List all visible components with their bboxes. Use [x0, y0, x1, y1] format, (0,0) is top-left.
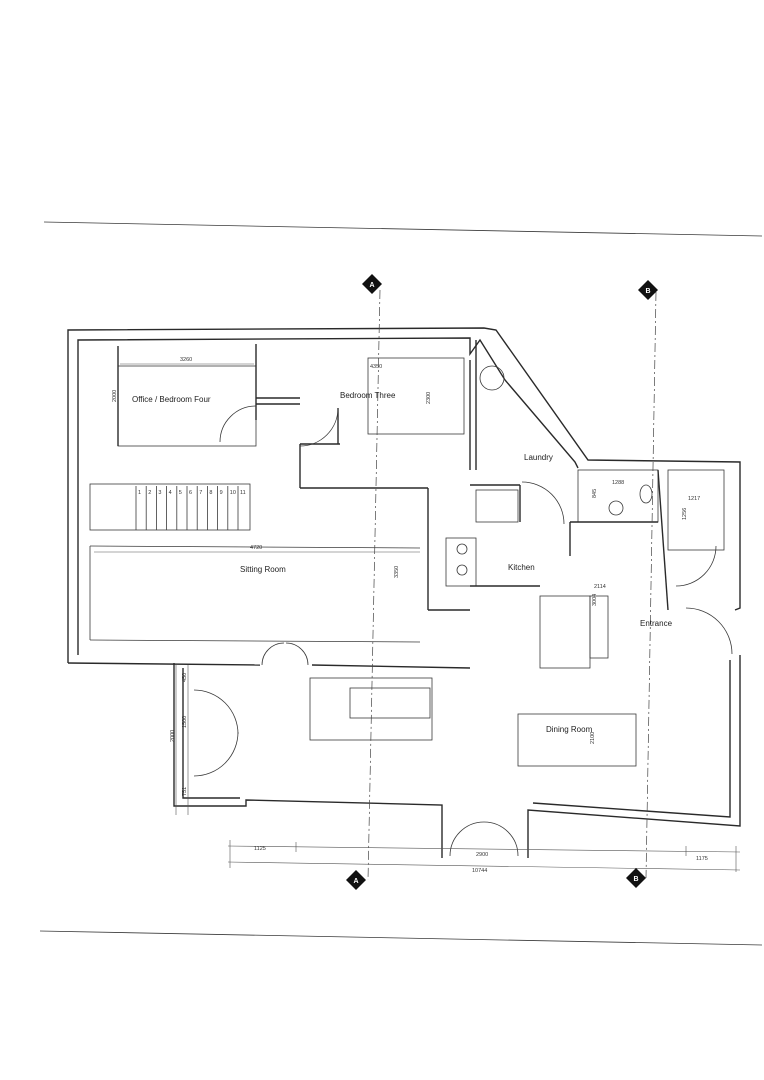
dim-office-depth: 2000 — [112, 390, 118, 402]
dim-bedroom-width: 4350 — [370, 364, 382, 370]
dim-ensuite-depth: 845 — [592, 489, 598, 498]
dim-bottom-right: 1175 — [696, 856, 708, 862]
stair-number: 1 — [138, 490, 141, 496]
stair-number: 11 — [240, 490, 246, 496]
stair-number: 6 — [189, 490, 192, 496]
section-marker-a-label: A — [353, 878, 358, 885]
stair-treads: 1 2 3 4 5 6 7 8 9 10 11 — [135, 486, 246, 530]
dim-ensuite-width: 1288 — [612, 480, 624, 486]
dim-porch-c: 751 — [182, 787, 188, 796]
section-marker-b-top: B — [638, 280, 658, 300]
dim-bedroom-depth: 2300 — [426, 392, 432, 404]
dim-bottom-left: 1125 — [254, 846, 266, 852]
room-label-dining-room: Dining Room — [546, 725, 593, 734]
dim-bottom-door: 2900 — [476, 852, 488, 858]
interior-walls — [89, 340, 725, 767]
dimension-lines — [94, 363, 741, 872]
stair-number: 10 — [230, 490, 236, 496]
stair-number: 4 — [169, 490, 172, 496]
dim-office-width: 3260 — [180, 357, 192, 363]
room-label-entrance: Entrance — [640, 619, 673, 628]
dim-kitchen-depth: 3004 — [592, 594, 598, 606]
section-marker-a-top: A — [362, 274, 382, 294]
dim-porch-b: 1500 — [182, 716, 188, 728]
dim-kitchen-width: 2114 — [594, 584, 606, 590]
page-rule-top — [43, 221, 763, 237]
dim-sitting-depth: 3350 — [394, 566, 400, 578]
stair-number: 9 — [220, 490, 223, 496]
exterior-walls — [67, 327, 741, 858]
stair-number: 7 — [199, 490, 202, 496]
room-label-office: Office / Bedroom Four — [132, 395, 211, 404]
dim-entry-depth: 1256 — [682, 508, 688, 520]
section-marker-a-bottom: A — [346, 870, 366, 890]
dim-porch-total: 2000 — [170, 730, 176, 742]
room-label-laundry: Laundry — [524, 453, 553, 462]
dim-entry-width: 1217 — [688, 496, 700, 502]
section-line-b — [645, 291, 657, 879]
dim-bottom-total: 10744 — [472, 868, 487, 874]
room-label-kitchen: Kitchen — [508, 563, 535, 572]
section-marker-b-label: B — [633, 876, 638, 883]
room-label-sitting-room: Sitting Room — [240, 565, 286, 574]
stair-number: 5 — [179, 490, 182, 496]
dim-dining-depth: 2100 — [590, 732, 596, 744]
section-line-a — [367, 289, 381, 881]
dim-porch-a: 450 — [182, 673, 188, 682]
section-lines — [367, 289, 657, 881]
stair-number: 8 — [209, 490, 212, 496]
section-marker-b-bottom: B — [626, 868, 646, 888]
section-marker-a-label: A — [369, 282, 374, 289]
stair-number: 2 — [148, 490, 151, 496]
section-marker-b-label: B — [645, 288, 650, 295]
stair-number: 3 — [158, 490, 161, 496]
room-label-bedroom-three: Bedroom Three — [340, 391, 396, 400]
dim-sitting-width: 4720 — [250, 545, 262, 551]
doors — [193, 405, 733, 857]
page-rule-bottom — [39, 930, 763, 946]
